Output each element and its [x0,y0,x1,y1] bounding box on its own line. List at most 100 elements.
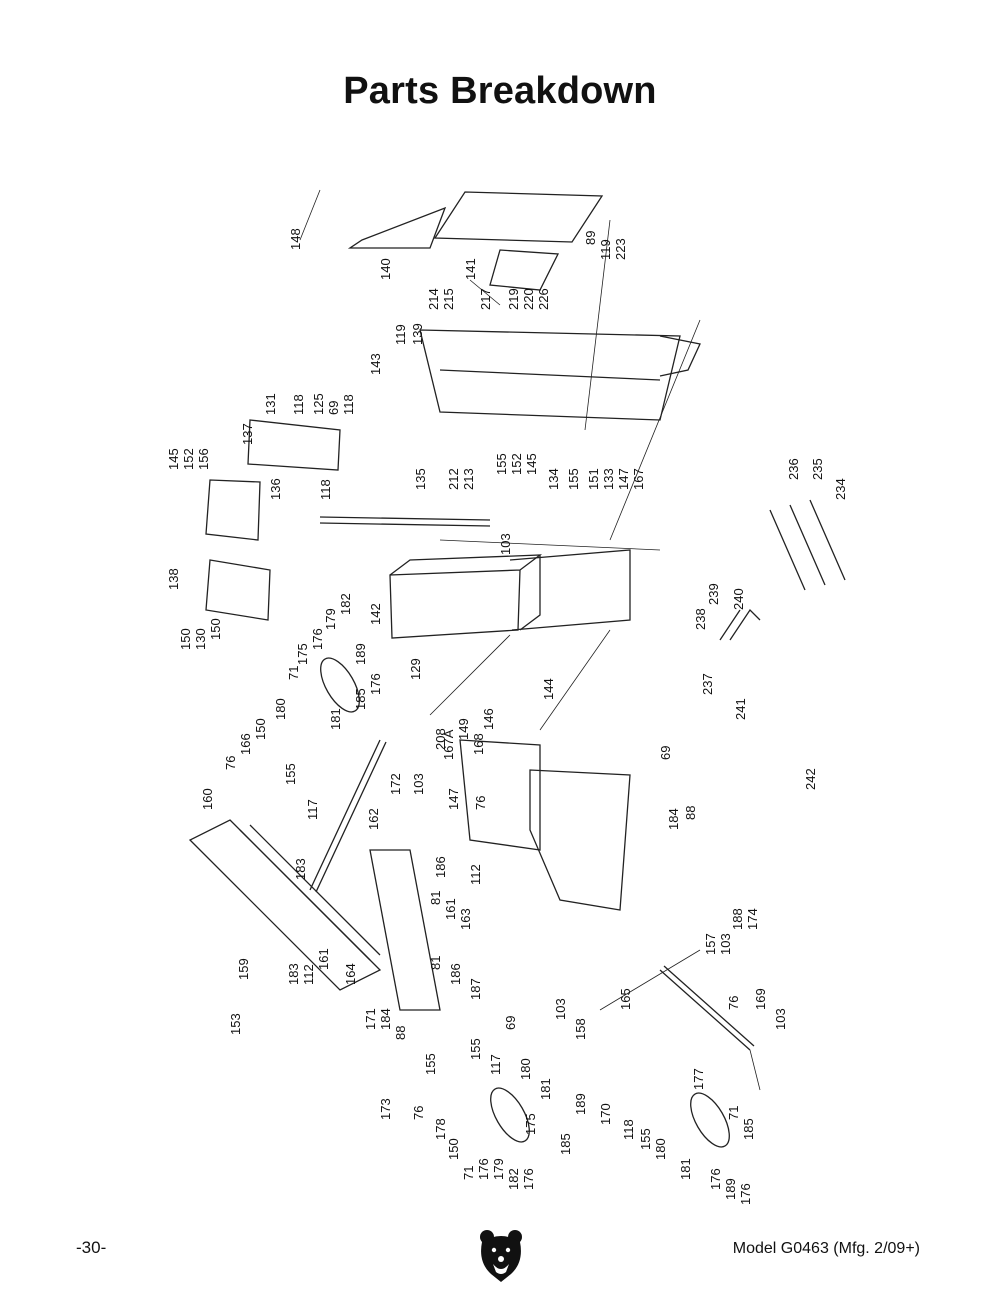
part-label: 103 [718,933,733,955]
column-129 [389,554,543,639]
part-label: 176 [368,673,383,695]
part-label: 161 [443,898,458,920]
page-title: Parts Breakdown [343,70,657,112]
part-label: 150 [208,618,223,640]
part-label: 81 [428,956,443,970]
part-label: 184 [378,1008,393,1030]
part-label: 189 [723,1178,738,1200]
part-label: 112 [468,864,483,885]
part-label: 214 [426,288,441,310]
part-label: 186 [448,963,463,985]
part-label: 130 [193,628,208,650]
page-number: -30- [76,1238,107,1257]
part-label: 138 [166,568,181,590]
part-label: 133 [601,468,616,490]
part-label: 155 [566,468,581,490]
handwheel-right [690,1092,730,1148]
column-housing [419,329,681,421]
label-plate [489,249,560,291]
part-label: 185 [353,688,368,710]
part-label: 76 [411,1106,426,1120]
part-label: 189 [573,1093,588,1115]
part-label: 187 [468,978,483,1000]
part-label: 166 [238,733,253,755]
part-label: 148 [288,228,303,250]
part-label: 149 [456,718,471,740]
part-label: 177 [691,1068,706,1090]
part-label: 238 [693,608,708,630]
part-label: 143 [368,353,383,375]
part-label: 150 [446,1138,461,1160]
part-label: 69 [503,1016,518,1030]
part-label: 141 [463,258,478,280]
part-label: 135 [413,468,428,490]
part-label: 184 [666,808,681,830]
part-label: 76 [473,796,488,810]
part-label: 208 [433,728,448,750]
part-label: 172 [388,773,403,795]
part-label: 181 [328,708,343,730]
part-label: 155 [494,453,509,475]
part-label: 152 [181,448,196,470]
handwheel-upper [320,657,360,713]
part-label: 150 [178,628,193,650]
part-label: 76 [223,756,238,770]
part-label: 183 [293,858,308,880]
part-label: 213 [461,468,476,490]
part-label: 179 [491,1158,506,1180]
part-label: 150 [253,718,268,740]
part-label: 151 [586,468,601,490]
part-label: 103 [411,773,426,795]
handwheel-lower [490,1087,530,1143]
part-label: 223 [613,238,628,260]
part-label: 161 [316,948,331,970]
part-label: 164 [343,963,358,985]
part-label: 170 [598,1103,613,1125]
part-label: 81 [428,891,443,905]
part-label: 163 [458,908,473,930]
panel-141 [433,191,604,243]
part-label: 153 [228,1013,243,1035]
part-label: 89 [583,231,598,245]
part-label: 176 [738,1183,753,1205]
part-label: 182 [506,1168,521,1190]
wrench-set [769,499,846,591]
part-label: 186 [433,856,448,878]
part-label: 146 [481,708,496,730]
part-label: 112 [301,964,316,985]
part-label: 142 [368,603,383,625]
part-label: 189 [353,643,368,665]
exploded-parts-diagram: 148 140 141 89 119 223 214 215 217 219 2… [166,189,848,1205]
part-label: 183 [286,963,301,985]
part-label: 180 [653,1138,668,1160]
part-label: 71 [726,1106,741,1120]
part-label: 139 [410,323,425,345]
part-label: 129 [408,658,423,680]
part-label: 181 [678,1158,693,1180]
part-label: 71 [461,1166,476,1180]
part-label: 131 [263,393,278,415]
part-label: 237 [700,673,715,695]
part-label: 71 [286,666,301,680]
part-label: 159 [236,958,251,980]
part-label: 219 [506,288,521,310]
part-label: 125 [311,393,326,415]
part-label: 76 [726,996,741,1010]
part-label: 242 [803,768,818,790]
part-label: 118 [291,394,306,415]
part-label: 158 [573,1018,588,1040]
part-label: 69 [326,401,341,415]
part-label: 136 [268,478,283,500]
part-label: 103 [498,533,513,555]
part-labels: 148 140 141 89 119 223 214 215 217 219 2… [166,228,848,1205]
part-label: 160 [200,788,215,810]
part-label: 88 [683,806,698,820]
part-label: 145 [166,448,181,470]
part-label: 175 [295,643,310,665]
part-label: 155 [468,1038,483,1060]
part-label: 176 [521,1168,536,1190]
model-number: Model G0463 (Mfg. 2/09+) [732,1240,920,1257]
part-label: 169 [753,988,768,1010]
part-label: 174 [745,908,760,930]
part-label: 117 [305,799,320,820]
